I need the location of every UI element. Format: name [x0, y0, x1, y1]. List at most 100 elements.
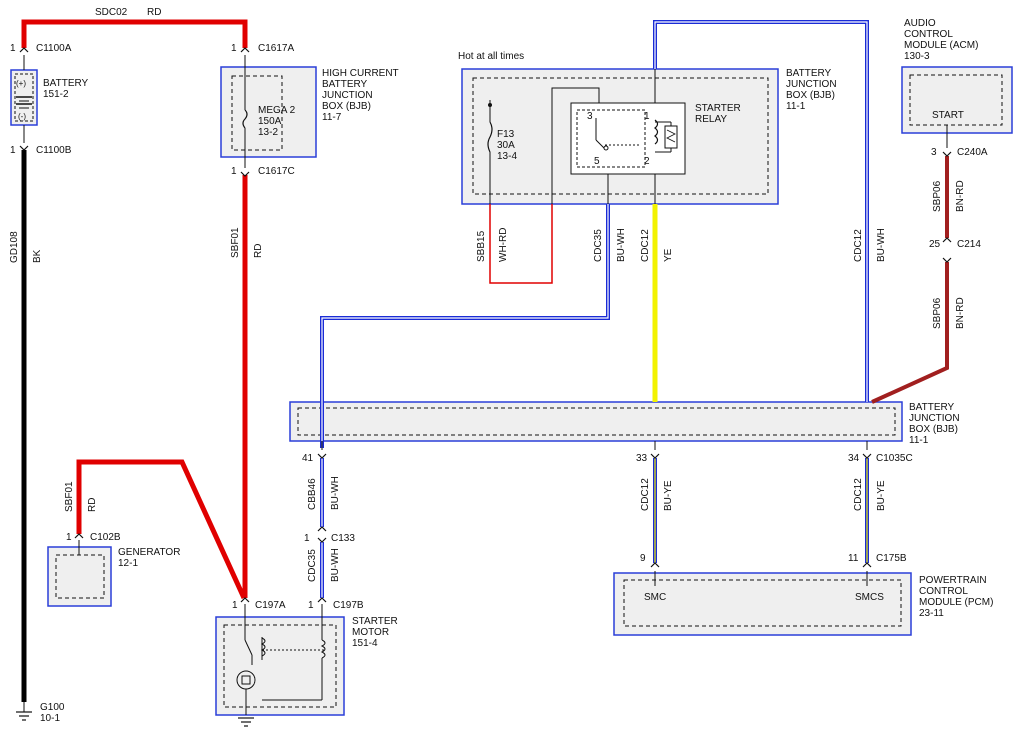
cdc12-buye-left-circuit: CDC12	[640, 478, 651, 511]
starter-pin-b: 1	[308, 600, 314, 611]
hcbjb-title-2: JUNCTION	[322, 90, 373, 101]
hcbjb-title-0: HIGH CURRENT	[322, 68, 399, 79]
starter-conn-b: C197B	[333, 600, 364, 611]
sdc02-color: RD	[147, 7, 161, 18]
wire-sbp06[interactable]	[871, 156, 949, 404]
wire-sbf01-generator[interactable]	[76, 459, 247, 600]
sbf01-long-circuit: SBF01	[230, 227, 241, 258]
pcm-title-2: MODULE (PCM)	[919, 597, 993, 608]
generator-wire-circuit: SBF01	[64, 481, 75, 512]
cbb46-circuit: CBB46	[307, 478, 318, 510]
relay-pin-2: 2	[644, 156, 650, 167]
splice-dot	[488, 103, 492, 107]
acm-pin: 3	[931, 147, 937, 158]
acm-title-2: MODULE (ACM)	[904, 40, 978, 51]
wire-sbb15[interactable]	[489, 204, 553, 284]
cdc12-buwh-color: BU-WH	[876, 228, 887, 262]
pcm-pin-name-smc: SMC	[644, 592, 666, 603]
acm-title-1: CONTROL	[904, 29, 953, 40]
sbp06-top-color: BN-RD	[955, 180, 966, 212]
wire-sdc02[interactable]	[21, 19, 248, 48]
pcm-title-1: CONTROL	[919, 586, 968, 597]
hcbjb-conn-top: C1617A	[258, 43, 294, 54]
sbp06-top-circuit: SBP06	[932, 180, 943, 212]
starter-title-2: 151-4	[352, 638, 378, 649]
sbp06-bottom-color: BN-RD	[955, 297, 966, 329]
c214-conn: C214	[957, 239, 981, 250]
battery[interactable]	[10, 69, 38, 126]
cdc12-buwh-circuit: CDC12	[853, 229, 864, 262]
pcm-module[interactable]	[613, 572, 912, 636]
battery-ref: 151-2	[43, 89, 69, 100]
hcbjb-title-1: BATTERY	[322, 79, 368, 90]
cdc12-buye-left-color: BU-YE	[663, 480, 674, 511]
battery-pos-sign: (+)	[16, 79, 26, 88]
bjb-bottom-title-2: BOX (BJB)	[909, 424, 958, 435]
battery-conn-top: C1100A	[36, 43, 72, 54]
bjb-bottom-title-3: 11-1	[909, 435, 929, 446]
f13-fuse-ref: 13-4	[497, 151, 517, 162]
pin-41: 41	[302, 453, 314, 464]
bjb-bottom-box[interactable]	[289, 401, 903, 442]
ground-name: G100	[40, 702, 65, 713]
sbb15-color: WH-RD	[498, 228, 509, 262]
generator-wire-color: RD	[87, 498, 98, 512]
f13-fuse-rating: 30A	[497, 140, 515, 151]
bjb-top-title-0: BATTERY	[786, 68, 832, 79]
cdc35-lower-circuit: CDC35	[307, 549, 318, 582]
pcm-title-0: POWERTRAIN	[919, 575, 987, 586]
acm-pin-name: START	[932, 110, 964, 121]
gd108-circuit: GD108	[9, 231, 20, 263]
high-current-bjb[interactable]	[220, 66, 317, 158]
c133-pin: 1	[304, 533, 310, 544]
acm-title-3: 130-3	[904, 51, 930, 62]
pcm-pin-9: 9	[640, 553, 646, 564]
cbb46-color: BU-WH	[330, 476, 341, 510]
relay-name-1: RELAY	[695, 114, 727, 125]
cdc12-ye-circuit: CDC12	[640, 229, 651, 262]
starter-relay[interactable]	[570, 102, 686, 175]
hcbjb-conn-bottom: C1617C	[258, 166, 295, 177]
bjb-top-title-1: JUNCTION	[786, 79, 837, 90]
battery-conn-bottom: C1100B	[36, 145, 72, 156]
starter-title-1: MOTOR	[352, 627, 389, 638]
generator-name: GENERATOR	[118, 547, 180, 558]
cdc12-buye-right-color: BU-YE	[876, 480, 887, 511]
pcm-pin-11: 11	[848, 553, 859, 564]
hcbjb-title-4: 11-7	[322, 112, 342, 123]
cdc35-upper-circuit: CDC35	[593, 229, 604, 262]
f13-fuse-name: F13	[497, 129, 515, 140]
mega-fuse-ref: 13-2	[258, 127, 278, 138]
generator-conn: C102B	[90, 532, 121, 543]
wire-cdc12-bu-wh[interactable]	[653, 20, 869, 402]
pin-34: 34	[848, 453, 860, 464]
f13-fuse-icon	[487, 121, 493, 153]
acm-module[interactable]	[901, 66, 1013, 134]
hot-at-all-times: Hot at all times	[458, 51, 524, 62]
relay-coil-icon	[654, 119, 659, 145]
sbf01-long-color: RD	[253, 244, 264, 258]
wire-cdc35-upper[interactable]	[320, 204, 610, 448]
cdc35-lower-color: BU-WH	[330, 548, 341, 582]
sdc02-circuit: SDC02	[95, 7, 128, 18]
starter-ground-icon	[238, 717, 254, 727]
starter-conn-a: C197A	[255, 600, 286, 611]
pcm-pin-name-smcs: SMCS	[855, 592, 884, 603]
acm-title-0: AUDIO	[904, 18, 936, 29]
ground-ref: 10-1	[40, 713, 60, 724]
c133-conn: C133	[331, 533, 355, 544]
generator-module[interactable]	[47, 546, 112, 607]
hcbjb-title-3: BOX (BJB)	[322, 101, 371, 112]
pin-33: 33	[636, 453, 648, 464]
mega-fuse-icon	[242, 109, 248, 129]
generator-pin: 1	[66, 532, 72, 543]
generator-ref: 12-1	[118, 558, 138, 569]
ground-g100-icon	[16, 711, 32, 721]
connector-symbols	[19, 47, 952, 603]
relay-name-0: STARTER	[695, 103, 741, 114]
starter-motor-module[interactable]	[215, 616, 345, 716]
cdc12-ye-color: YE	[663, 248, 674, 262]
c214-pin: 25	[929, 239, 941, 250]
pcm-conn: C175B	[876, 553, 907, 564]
